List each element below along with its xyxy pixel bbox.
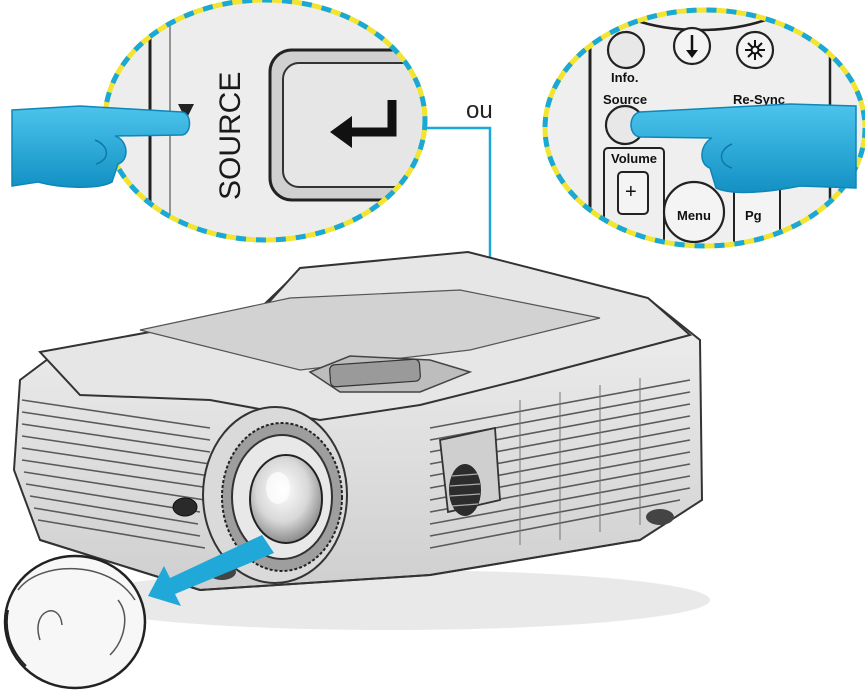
- lens-cap: [3, 554, 147, 690]
- volume-up-button[interactable]: [617, 171, 649, 215]
- menu-button[interactable]: [662, 180, 726, 244]
- menu-label: Menu: [677, 208, 711, 223]
- remove-cap-arrow-icon: [148, 535, 274, 606]
- volume-label: Volume: [611, 151, 657, 166]
- down-button[interactable]: [672, 26, 712, 66]
- source-label: Source: [603, 92, 647, 107]
- laser-icon: [745, 40, 765, 60]
- projector: [12, 250, 710, 630]
- resync-label: Re-Sync: [733, 92, 785, 107]
- laser-button[interactable]: [735, 30, 775, 70]
- right-pointing-hand-icon: [630, 103, 857, 194]
- source-button-label: SOURCE: [214, 72, 247, 200]
- volume-plus-label: +: [625, 181, 637, 203]
- connector-word-ou: ou: [466, 97, 493, 124]
- info-button[interactable]: [606, 30, 646, 70]
- left-pointing-hand-icon: [11, 105, 191, 189]
- enter-arrow-icon: [330, 100, 397, 148]
- down-arrow-icon: [686, 35, 698, 58]
- pg-label: Pg: [745, 208, 762, 223]
- info-label: Info.: [611, 70, 638, 85]
- enter-key[interactable]: [268, 48, 440, 202]
